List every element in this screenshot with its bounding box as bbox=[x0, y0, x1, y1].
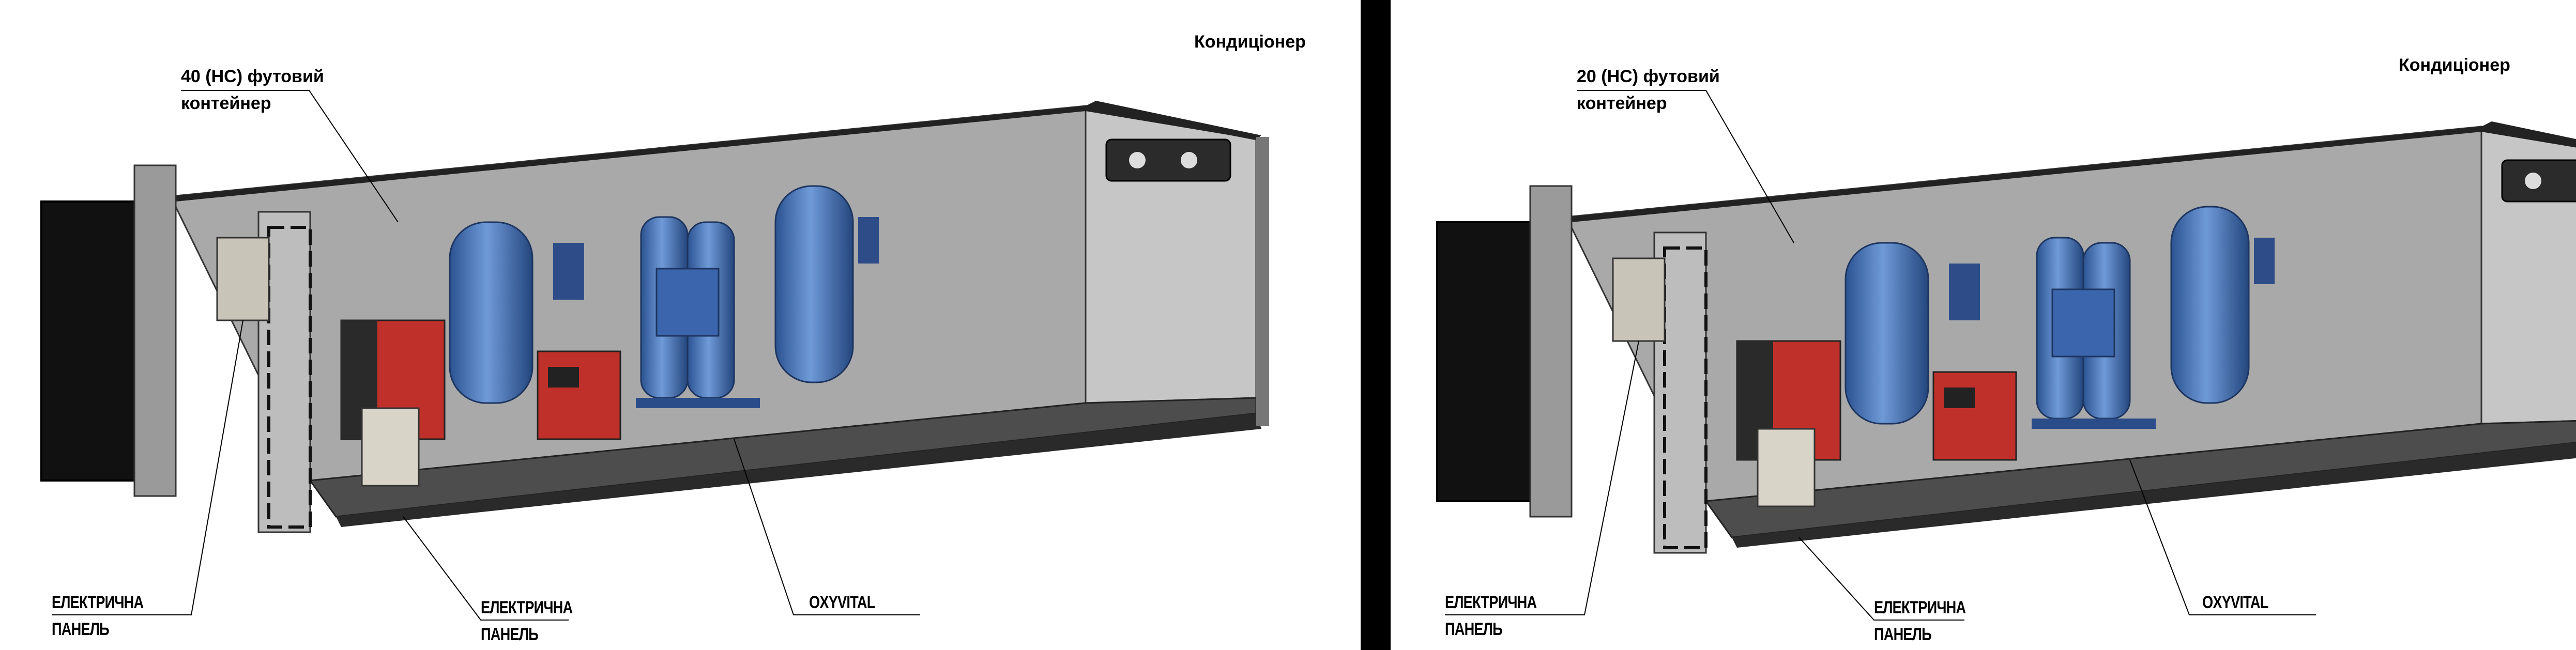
container-20ft-render bbox=[1437, 121, 2576, 553]
label-line: контейнер bbox=[1577, 94, 1667, 113]
label-line: ПАНЕЛЬ bbox=[1874, 625, 1932, 644]
label-line: 20 (HC) футовий bbox=[1577, 67, 1720, 86]
ac-label: Кондиціонер bbox=[1194, 32, 1306, 52]
container-label-40ft: 40 (HC) футовий контейнер bbox=[181, 63, 324, 117]
label-line: ПАНЕЛЬ bbox=[1445, 620, 1503, 639]
electrical-panel-label-2: ЕЛЕКТРИЧНА ПАНЕЛЬ bbox=[481, 594, 573, 648]
oxyvital-label: OXYVITAL bbox=[809, 593, 875, 612]
container-label-20ft: 20 (HC) футовий контейнер bbox=[1577, 63, 1720, 117]
label-line: ПАНЕЛЬ bbox=[481, 625, 539, 644]
oxyvital-label: OXYVITAL bbox=[2202, 593, 2268, 612]
container-40ft-render bbox=[41, 101, 1269, 532]
electrical-panel-label-2: ЕЛЕКТРИЧНА ПАНЕЛЬ bbox=[1874, 594, 1966, 648]
divider-bar bbox=[1361, 0, 1391, 650]
label-line: 40 (HC) футовий bbox=[181, 67, 324, 86]
leader-lines bbox=[52, 90, 2316, 621]
label-line: ПАНЕЛЬ bbox=[52, 620, 110, 639]
electrical-panel-label: ЕЛЕКТРИЧНА ПАНЕЛЬ bbox=[1445, 589, 1537, 643]
label-line: контейнер bbox=[181, 94, 271, 113]
label-line: ЕЛЕКТРИЧНА bbox=[481, 598, 573, 617]
label-line: ЕЛЕКТРИЧНА bbox=[1445, 593, 1537, 612]
label-line: ЕЛЕКТРИЧНА bbox=[1874, 598, 1966, 617]
electrical-panel-label: ЕЛЕКТРИЧНА ПАНЕЛЬ bbox=[52, 589, 144, 643]
ac-label: Кондиціонер bbox=[2399, 55, 2510, 75]
label-line: ЕЛЕКТРИЧНА bbox=[52, 593, 144, 612]
